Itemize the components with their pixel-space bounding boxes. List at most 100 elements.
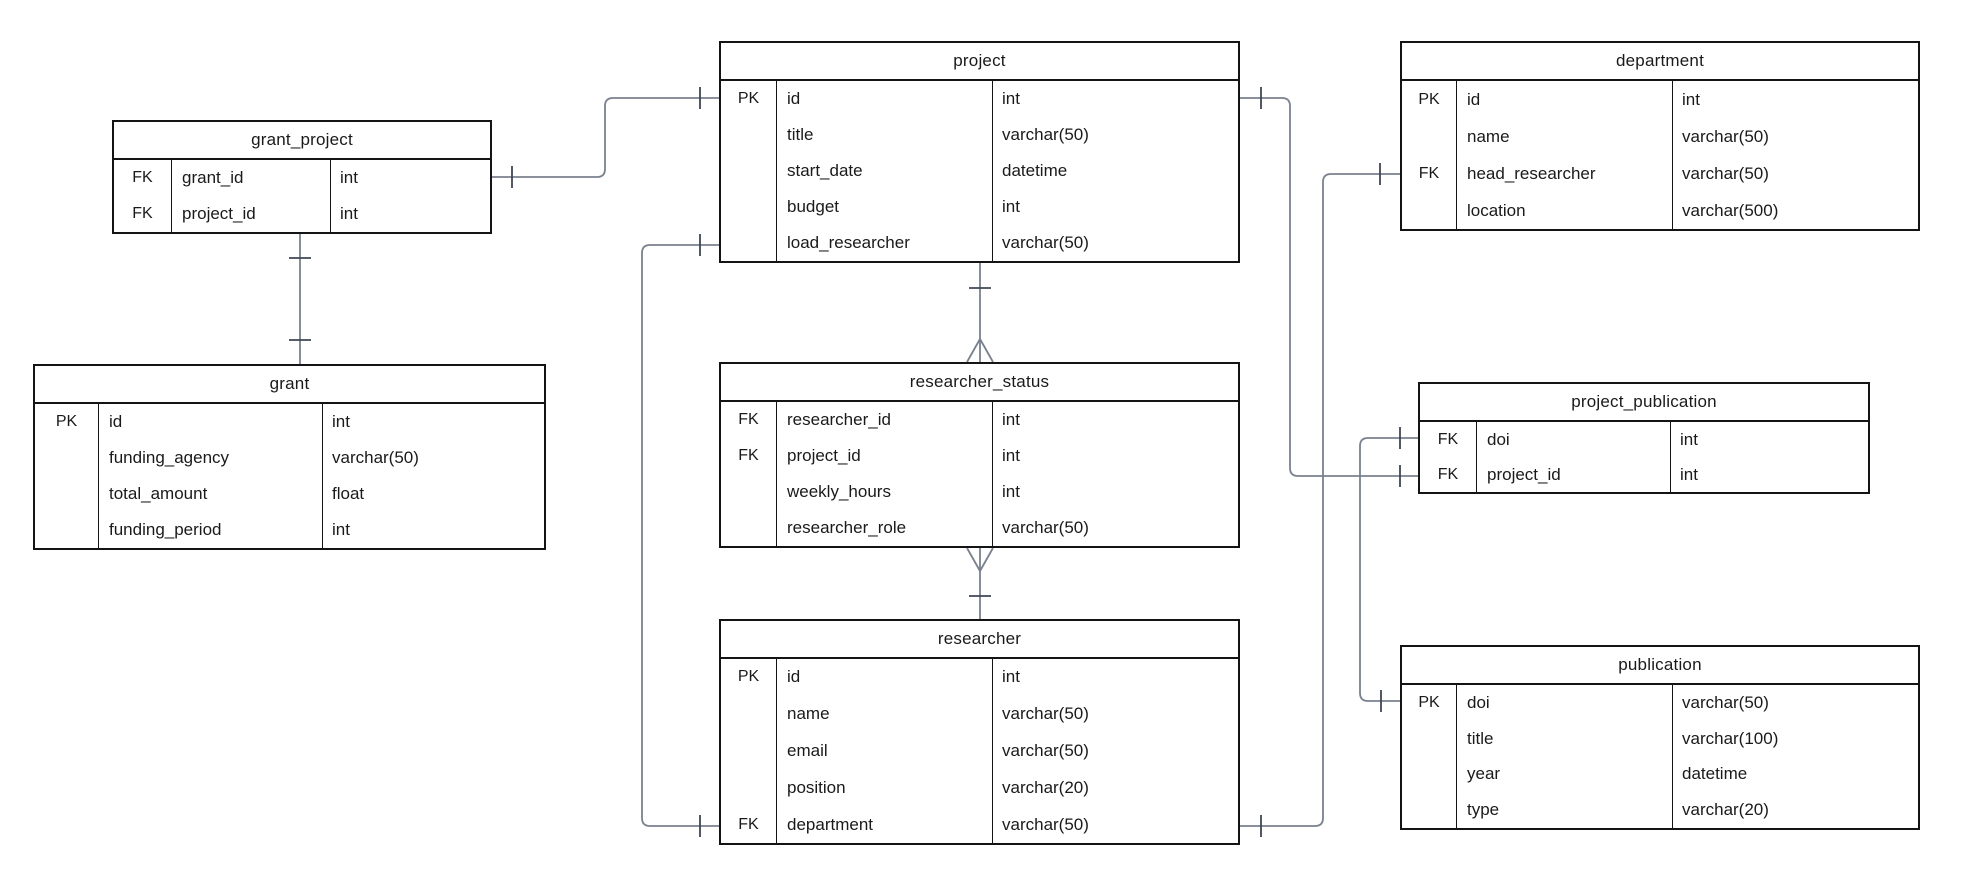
table-title: publication: [1402, 647, 1918, 685]
field-key-label: [721, 769, 776, 806]
field-name: id: [787, 667, 801, 687]
field-key-label: PK: [737, 668, 760, 686]
field-type: varchar(20): [1682, 800, 1769, 820]
cardinality-many-crowfoot: [979, 547, 994, 572]
field-name: year: [1467, 764, 1501, 784]
cardinality-many-crowfoot: [966, 338, 981, 363]
column-key: PK: [721, 81, 777, 261]
field-name: id: [109, 412, 123, 431]
field-type: int: [1002, 89, 1020, 108]
field-name: project_id: [1487, 464, 1561, 484]
field-key-label: [721, 510, 776, 546]
field-name: title: [787, 125, 814, 144]
column-name: grant_id project_id: [172, 160, 330, 232]
table-title: researcher_status: [721, 364, 1238, 402]
field-key-label: PK: [1418, 693, 1440, 711]
relationship-project-researcher[interactable]: [641, 244, 719, 827]
field-type: varchar(100): [1682, 728, 1779, 748]
field-name: weekly_hours: [787, 482, 891, 501]
field-type: varchar(50): [1002, 518, 1089, 537]
field-type: int: [340, 204, 358, 223]
field-key-label: [721, 474, 776, 510]
field-key-label: [1402, 192, 1456, 229]
field-type: int: [1002, 197, 1020, 216]
field-key-label: FK: [132, 205, 153, 222]
field-key-label: FK: [738, 411, 759, 428]
table-body: PK doi title year type varchar(50) varchar(100…: [1402, 685, 1918, 828]
field-type: varchar(50): [1002, 814, 1089, 834]
table-title: department: [1402, 43, 1918, 81]
table-title: researcher: [721, 621, 1238, 659]
relationship-department-researcher[interactable]: [1240, 173, 1400, 827]
field-name: grant_id: [182, 168, 244, 187]
field-key-label: [721, 189, 776, 225]
field-key-label: [721, 733, 776, 770]
column-name: doi title year type: [1457, 685, 1672, 828]
field-type: int: [332, 412, 350, 431]
field-key-label: FK: [738, 815, 759, 833]
table-title: project: [721, 43, 1238, 81]
table-title: grant: [35, 366, 544, 404]
field-name: project_id: [182, 204, 256, 223]
field-key-label: FK: [1418, 164, 1440, 182]
column-key: PK: [35, 404, 99, 548]
field-key-label: [1402, 792, 1456, 828]
field-type: varchar(50): [1002, 125, 1089, 144]
field-type: int: [1002, 410, 1020, 429]
field-name: load_researcher: [787, 233, 910, 252]
field-name: location: [1467, 200, 1526, 220]
field-type: int: [1680, 464, 1698, 484]
field-type: int: [332, 520, 350, 539]
field-name: researcher_id: [787, 410, 891, 429]
field-type: varchar(500): [1682, 200, 1779, 220]
field-name: id: [1467, 89, 1481, 109]
field-key-label: PK: [737, 90, 760, 107]
field-name: budget: [787, 197, 839, 216]
field-type: varchar(20): [1002, 777, 1089, 797]
field-name: id: [787, 89, 801, 108]
field-key-label: [1402, 757, 1456, 793]
field-name: email: [787, 740, 828, 760]
field-name: name: [1467, 126, 1510, 146]
field-type: varchar(50): [1682, 692, 1769, 712]
field-name: type: [1467, 800, 1500, 820]
relationship-grant_project-project[interactable]: [492, 97, 719, 178]
field-name: doi: [1467, 692, 1490, 712]
field-name: researcher_role: [787, 518, 907, 537]
cardinality-many-crowfoot: [979, 338, 994, 363]
relationship-publication-project_publication[interactable]: [1359, 437, 1418, 702]
field-type: datetime: [1002, 161, 1068, 180]
relationship-project-project_publication[interactable]: [1240, 97, 1418, 477]
column-key: PK: [1402, 685, 1457, 828]
field-type: datetime: [1682, 764, 1748, 784]
field-name: title: [1467, 728, 1494, 748]
field-key-label: FK: [1437, 430, 1459, 448]
field-name: project_id: [787, 446, 861, 465]
